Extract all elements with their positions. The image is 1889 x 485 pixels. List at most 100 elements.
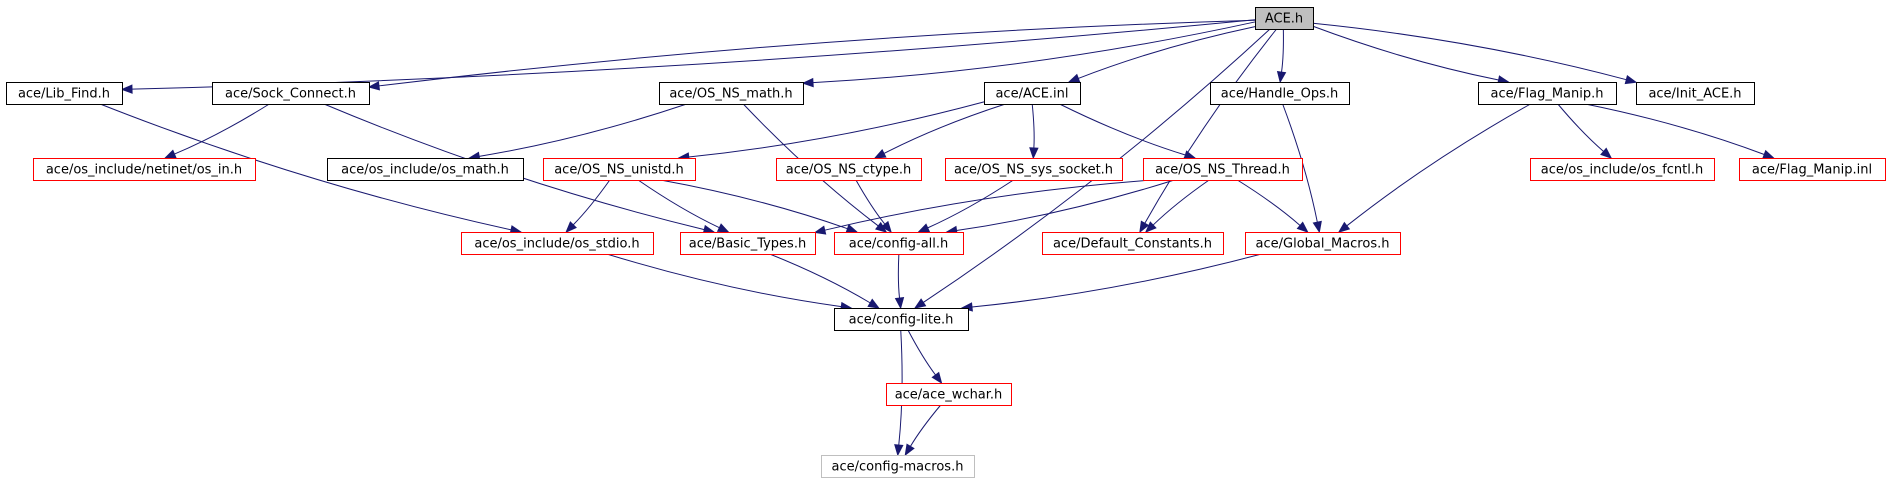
edge-ace_inl-to-os_ns_sys_socket bbox=[1029, 103, 1039, 160]
arrowhead-icon bbox=[894, 444, 904, 457]
node-box bbox=[1143, 158, 1303, 181]
arrowhead-icon bbox=[801, 77, 814, 88]
node-label: ace/os_include/os_fcntl.h bbox=[1541, 163, 1703, 178]
edge-line bbox=[909, 404, 942, 447]
arrowhead-icon bbox=[163, 149, 177, 159]
node-box bbox=[834, 308, 969, 331]
node-os-stdio[interactable]: ace/os_include/os_stdio.h bbox=[461, 232, 654, 255]
node-label: ace/os_include/os_stdio.h bbox=[474, 237, 639, 252]
edge-ace_inl-to-os_ns_unistd bbox=[677, 101, 985, 162]
arrowhead-icon bbox=[917, 223, 931, 233]
edge-line bbox=[927, 179, 1014, 229]
node-os-math[interactable]: ace/os_include/os_math.h bbox=[327, 158, 524, 181]
node-label: ace/Init_ACE.h bbox=[1648, 87, 1741, 102]
node-label: ace/Basic_Types.h bbox=[689, 237, 806, 252]
arrowhead-icon bbox=[367, 81, 380, 91]
edge-line bbox=[1237, 179, 1301, 226]
edges-layer bbox=[99, 19, 1775, 457]
edge-line bbox=[769, 253, 871, 304]
edge-line bbox=[1346, 103, 1531, 227]
node-label: ace/ACE.inl bbox=[995, 87, 1068, 102]
edge-line bbox=[637, 179, 720, 229]
node-box bbox=[776, 158, 922, 181]
node-box bbox=[1636, 82, 1755, 105]
edge-config_all-to-config_lite bbox=[894, 253, 905, 310]
edge-line bbox=[824, 179, 1152, 231]
node-config-lite[interactable]: ace/config-lite.h bbox=[834, 308, 969, 331]
arrowhead-icon bbox=[1762, 149, 1775, 159]
edge-global_macros-to-config_lite bbox=[960, 253, 1262, 312]
node-sock-connect[interactable]: ace/Sock_Connect.h bbox=[212, 82, 370, 105]
edge-basic_types-to-config_lite bbox=[769, 253, 880, 309]
edge-line bbox=[1281, 28, 1284, 73]
arrowhead-icon bbox=[813, 225, 827, 235]
node-box bbox=[1739, 158, 1886, 181]
node-os-ns-sys-socket[interactable]: ace/OS_NS_sys_socket.h bbox=[945, 158, 1123, 181]
node-os-ns-ctype[interactable]: ace/OS_NS_ctype.h bbox=[776, 158, 922, 181]
node-box bbox=[33, 158, 256, 181]
node-flag-manip-inl[interactable]: ace/Flag_Manip.inl bbox=[1739, 158, 1886, 181]
edge-line bbox=[971, 253, 1262, 308]
node-ace-inl[interactable]: ace/ACE.inl bbox=[984, 82, 1081, 105]
node-os-ns-unistd[interactable]: ace/OS_NS_unistd.h bbox=[543, 158, 696, 181]
node-label: ace/config-lite.h bbox=[849, 313, 954, 328]
node-box bbox=[1245, 232, 1401, 255]
node-flag-manip[interactable]: ace/Flag_Manip.h bbox=[1478, 82, 1617, 105]
node-config-macros[interactable]: ace/config-macros.h bbox=[821, 455, 975, 478]
arrowhead-icon bbox=[913, 298, 927, 309]
node-box bbox=[461, 232, 654, 255]
node-config-all[interactable]: ace/config-all.h bbox=[834, 232, 964, 255]
node-label: ace/ace_wchar.h bbox=[895, 388, 1003, 403]
node-box bbox=[327, 158, 524, 181]
node-default-constants[interactable]: ace/Default_Constants.h bbox=[1042, 232, 1224, 255]
node-label: ace/Default_Constants.h bbox=[1053, 237, 1212, 252]
node-box bbox=[543, 158, 696, 181]
node-os-fcntl[interactable]: ace/os_include/os_fcntl.h bbox=[1530, 158, 1715, 181]
node-box bbox=[984, 82, 1081, 105]
edge-line bbox=[1282, 103, 1318, 223]
node-netinet-in[interactable]: ace/os_include/netinet/os_in.h bbox=[33, 158, 256, 181]
edge-ace_inl-to-os_ns_ctype bbox=[873, 103, 1006, 159]
node-ace-h: ACE.h bbox=[1255, 7, 1314, 30]
node-ace-wchar[interactable]: ace/ace_wchar.h bbox=[886, 383, 1012, 406]
edge-line bbox=[1557, 103, 1604, 152]
node-label: ace/config-macros.h bbox=[832, 460, 964, 475]
node-box bbox=[1530, 158, 1715, 181]
arrowhead-icon bbox=[873, 149, 887, 159]
arrowhead-icon bbox=[1312, 220, 1322, 234]
edge-line bbox=[131, 19, 1256, 90]
node-global-macros[interactable]: ace/Global_Macros.h bbox=[1245, 232, 1401, 255]
node-os-ns-thread[interactable]: ace/OS_NS_Thread.h bbox=[1143, 158, 1303, 181]
node-lib-find[interactable]: ace/Lib_Find.h bbox=[6, 82, 123, 105]
arrowhead-icon bbox=[1276, 70, 1287, 84]
node-box bbox=[1210, 82, 1350, 105]
node-init-ace[interactable]: ace/Init_ACE.h bbox=[1636, 82, 1755, 105]
edge-line bbox=[855, 179, 886, 225]
edge-os_ns_thread-to-default_constants bbox=[1144, 179, 1210, 233]
node-basic-types[interactable]: ace/Basic_Types.h bbox=[680, 232, 816, 255]
edge-line bbox=[572, 179, 611, 226]
node-label: ace/os_include/os_math.h bbox=[341, 163, 509, 178]
arrowhead-icon bbox=[565, 221, 577, 233]
arrowhead-icon bbox=[1029, 147, 1039, 160]
node-label: ace/OS_NS_unistd.h bbox=[554, 163, 684, 178]
edge-handle_ops-to-global_macros bbox=[1282, 103, 1322, 234]
node-label: ace/OS_NS_sys_socket.h bbox=[954, 163, 1113, 178]
edge-line bbox=[606, 253, 842, 308]
node-box bbox=[212, 82, 370, 105]
node-os-ns-math[interactable]: ace/OS_NS_math.h bbox=[659, 82, 804, 105]
arrowhead-icon bbox=[880, 220, 892, 234]
node-label: ace/Flag_Manip.h bbox=[1491, 87, 1604, 102]
edge-ace_h-to-os_ns_math bbox=[801, 21, 1256, 88]
edge-os_ns_math-to-os_math bbox=[467, 103, 687, 161]
node-handle-ops[interactable]: ace/Handle_Ops.h bbox=[1210, 82, 1350, 105]
node-box bbox=[886, 383, 1012, 406]
edge-line bbox=[1585, 103, 1765, 155]
node-label: ace/Handle_Ops.h bbox=[1221, 87, 1338, 102]
edge-line bbox=[99, 103, 512, 231]
edge-os_ns_ctype-to-config_all bbox=[855, 179, 892, 234]
node-box bbox=[659, 82, 804, 105]
edge-line bbox=[897, 253, 901, 299]
